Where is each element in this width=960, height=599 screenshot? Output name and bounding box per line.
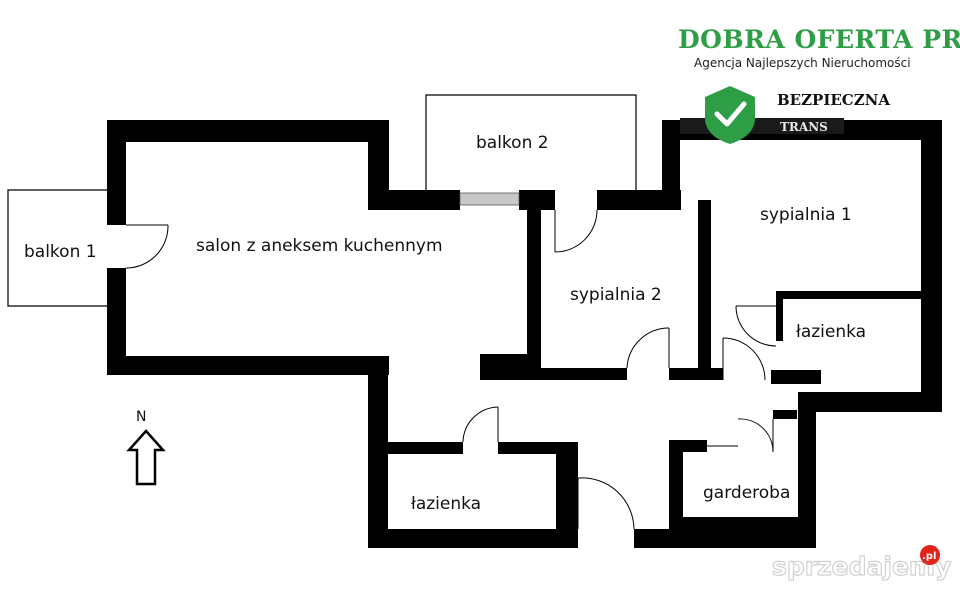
room-label-sypialnia-1: sypialnia 1 bbox=[760, 205, 852, 225]
room-label-salon: salon z aneksem kuchennym bbox=[196, 236, 443, 256]
watermark-tld: .pl bbox=[922, 551, 936, 562]
watermark-badge bbox=[920, 545, 940, 565]
compass-label: N bbox=[136, 409, 146, 425]
check-mark-icon bbox=[714, 101, 747, 127]
wall bbox=[634, 529, 816, 548]
wall bbox=[107, 356, 389, 375]
balcony-outlines bbox=[7, 94, 637, 307]
wall bbox=[662, 120, 680, 210]
door-garderoba bbox=[707, 418, 774, 453]
wall bbox=[669, 440, 683, 526]
wall bbox=[556, 442, 578, 546]
wall bbox=[368, 442, 463, 454]
room-labels: balkon 1 salon z aneksem kuchennym balko… bbox=[24, 133, 866, 514]
room-label-lazienka-right: łazienka bbox=[796, 322, 866, 342]
room-label-balkon-1: balkon 1 bbox=[24, 242, 97, 262]
compass: N bbox=[126, 409, 166, 486]
walls bbox=[107, 120, 942, 548]
wall bbox=[669, 517, 809, 529]
door-sypialnia-2 bbox=[554, 209, 598, 253]
brand-name: DOBRA OFERTA PRO bbox=[678, 25, 960, 54]
wall bbox=[776, 291, 783, 341]
wall bbox=[107, 120, 389, 142]
brand-tagline: Agencja Najlepszych Nieruchomości bbox=[694, 56, 911, 70]
watermark: sprzedajemy .pl bbox=[771, 545, 952, 582]
door-sypialnia-2-bottom bbox=[626, 327, 670, 369]
badge-line-2: TRANS bbox=[780, 120, 828, 134]
wall bbox=[107, 268, 126, 375]
room-label-sypialnia-2: sypialnia 2 bbox=[570, 285, 662, 305]
door-lazienka-left bbox=[462, 406, 499, 443]
wall bbox=[798, 392, 942, 412]
check-shield-icon bbox=[705, 86, 755, 144]
wall bbox=[698, 200, 711, 380]
wall bbox=[107, 120, 126, 225]
wall bbox=[776, 291, 926, 299]
brand-logo: DOBRA OFERTA PRO Agencja Najlepszych Nie… bbox=[678, 25, 960, 70]
wall bbox=[368, 190, 460, 210]
wall bbox=[771, 370, 821, 384]
badge-line-1: BEZPIECZNA bbox=[777, 91, 890, 109]
room-label-lazienka-left: łazienka bbox=[411, 494, 481, 514]
north-arrow-icon bbox=[126, 429, 166, 486]
secure-badge: BEZPIECZNA TRANS bbox=[680, 86, 890, 144]
door-sypialnia-1 bbox=[722, 337, 766, 381]
wall bbox=[798, 392, 816, 547]
door-entrance bbox=[577, 477, 635, 530]
door-balkon-1 bbox=[125, 224, 169, 269]
wall bbox=[527, 368, 627, 380]
wall bbox=[498, 442, 568, 454]
balcony-2-outline bbox=[425, 94, 637, 190]
wall bbox=[597, 190, 681, 210]
wall bbox=[368, 529, 578, 548]
room-label-balkon-2: balkon 2 bbox=[476, 133, 549, 153]
doors bbox=[125, 209, 777, 530]
door-lazienka-right bbox=[735, 305, 777, 347]
window bbox=[459, 192, 520, 206]
wall bbox=[921, 120, 942, 412]
wall bbox=[669, 368, 723, 380]
balcony-1-outline bbox=[7, 189, 107, 307]
wall bbox=[773, 410, 797, 419]
room-label-garderoba: garderoba bbox=[703, 483, 790, 503]
wall bbox=[368, 120, 389, 210]
watermark-text: sprzedajemy bbox=[772, 552, 951, 581]
wall bbox=[527, 190, 541, 380]
